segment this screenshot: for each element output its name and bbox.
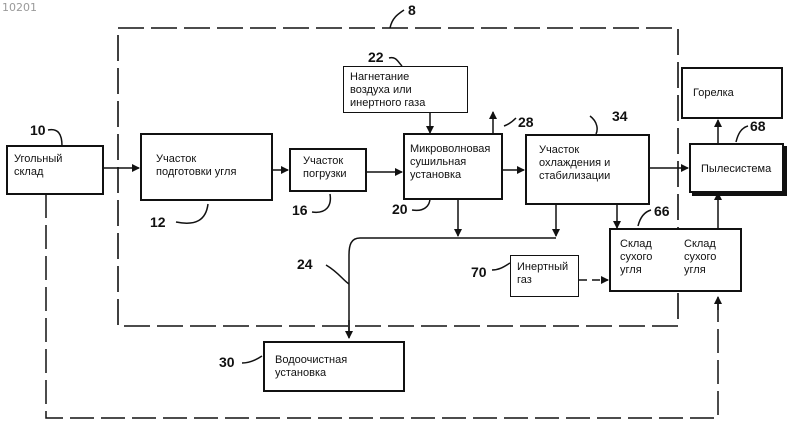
ref-10: 10 [30, 122, 46, 138]
ref-24: 24 [297, 256, 313, 272]
ref-68: 68 [750, 118, 766, 134]
microwave-dryer-label: Микроволновая сушильная установка [410, 143, 490, 182]
air-injection-block: Нагнетание воздуха или инертного газа [343, 66, 468, 113]
ref-20: 20 [392, 201, 408, 217]
dry-coal-storage-left-label: Склад сухого угля [620, 238, 652, 277]
coal-prep-label: Участок подготовки угля [156, 153, 236, 179]
coal-storage-label: Угольный склад [14, 153, 62, 179]
air-injection-label: Нагнетание воздуха или инертного газа [350, 71, 425, 110]
leader-68 [736, 126, 748, 142]
microwave-dryer-block: Микроволновая сушильная установка [403, 133, 503, 200]
ref-16: 16 [292, 202, 308, 218]
burner-label: Горелка [693, 87, 734, 100]
leader-16 [312, 194, 330, 212]
cooling-stabilization-block: Участок охлаждения и стабилизации [525, 134, 650, 205]
leader-30 [242, 356, 262, 363]
dry-coal-storage-block: Склад сухого угля Склад сухого угля [609, 228, 742, 292]
inert-gas-label: Инертный газ [517, 261, 568, 287]
loading-label: Участок погрузки [303, 155, 347, 181]
ref-12: 12 [150, 214, 166, 230]
cooling-stabilization-label: Участок охлаждения и стабилизации [539, 144, 610, 183]
ref-22: 22 [368, 49, 384, 65]
ref-28: 28 [518, 114, 534, 130]
leader-24 [326, 265, 349, 284]
ref-66: 66 [654, 203, 670, 219]
leader-70 [492, 263, 510, 270]
ref-70: 70 [471, 264, 487, 280]
water-treatment-label: Водоочистная установка [275, 354, 347, 380]
leader-34 [590, 116, 597, 134]
inert-gas-block: Инертный газ [510, 255, 579, 297]
leader-12 [176, 204, 208, 223]
ref-30: 30 [219, 354, 235, 370]
burner-block: Горелка [681, 67, 783, 119]
leader-66 [638, 210, 651, 226]
ref-8: 8 [408, 2, 416, 18]
ref-34: 34 [612, 108, 628, 124]
leader-28 [504, 118, 516, 126]
dry-coal-storage-right-label: Склад сухого угля [684, 238, 716, 277]
pulverizer-block: Пылесистема [689, 143, 784, 193]
loading-block: Участок погрузки [289, 148, 367, 192]
leader-8 [390, 10, 404, 28]
leader-10 [48, 130, 62, 146]
coal-storage-block: Угольный склад [6, 145, 104, 195]
water-treatment-block: Водоочистная установка [263, 341, 405, 392]
pulverizer-label: Пылесистема [701, 163, 771, 176]
leader-22 [389, 58, 402, 66]
coal-prep-block: Участок подготовки угля [140, 133, 273, 201]
